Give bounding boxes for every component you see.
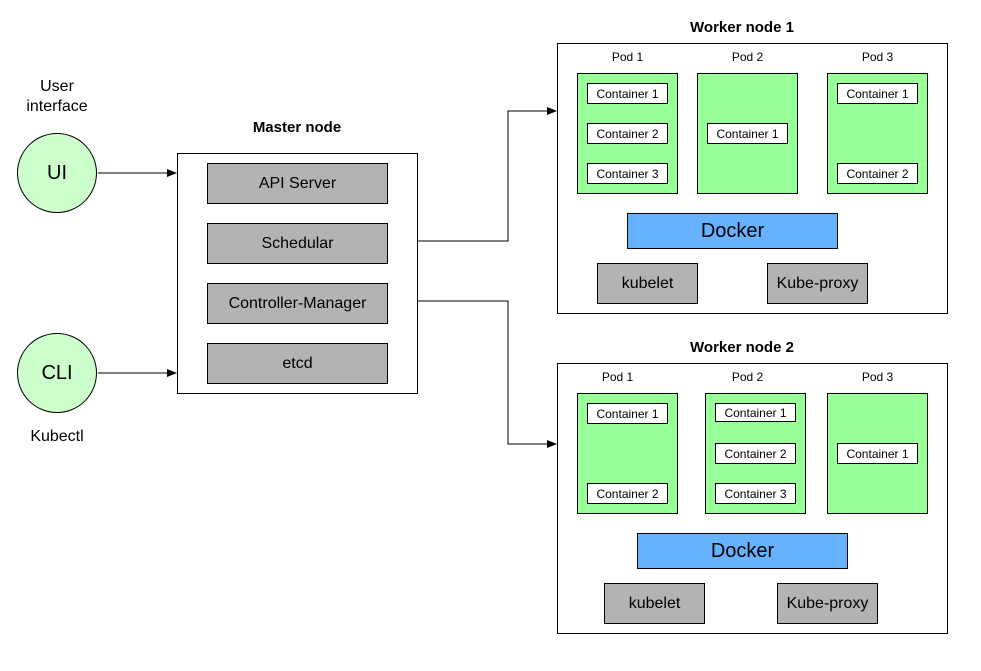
kubelet: kubelet [597,263,698,304]
pod-title: Pod 1 [611,50,644,64]
cli-client-circle: CLI [17,333,97,413]
master-component: Schedular [207,223,388,264]
container: Container 2 [715,443,796,464]
container: Container 1 [587,403,668,424]
container: Container 1 [707,123,788,144]
container: Container 3 [587,163,668,184]
master-node-title: Master node [252,119,342,136]
master-component: etcd [207,343,388,384]
container: Container 2 [837,163,918,184]
container: Container 2 [587,483,668,504]
container: Container 1 [837,83,918,104]
kube-proxy: Kube-proxy [777,583,878,624]
ui-caption-line1: User [40,78,74,95]
ui-caption-line2: interface [26,98,88,115]
worker-node-2-title: Worker node 2 [690,339,794,356]
kubelet: kubelet [604,583,705,624]
ui-client-label: UI [47,161,67,184]
cli-caption: Kubectl [30,428,84,445]
worker-node-1-title: Worker node 1 [690,19,794,36]
pod-title: Pod 1 [601,370,634,384]
docker-runtime: Docker [627,213,838,249]
pod-title: Pod 2 [731,370,764,384]
ui-client-circle: UI [17,133,97,213]
kube-proxy: Kube-proxy [767,263,868,304]
pod-title: Pod 3 [861,370,894,384]
container: Container 1 [837,443,918,464]
ui-caption: User interface [17,77,97,117]
pod-title: Pod 3 [861,50,894,64]
container: Container 2 [587,123,668,144]
docker-runtime: Docker [637,533,848,569]
container: Container 1 [715,403,796,422]
master-to-worker1-arrow [418,107,557,242]
cli-client-label: CLI [41,361,73,384]
pod-title: Pod 2 [731,50,764,64]
master-component: Controller-Manager [207,283,388,324]
master-to-worker2-arrow [418,300,557,448]
container: Container 1 [587,83,668,104]
master-component: API Server [207,163,388,204]
container: Container 3 [715,483,796,504]
